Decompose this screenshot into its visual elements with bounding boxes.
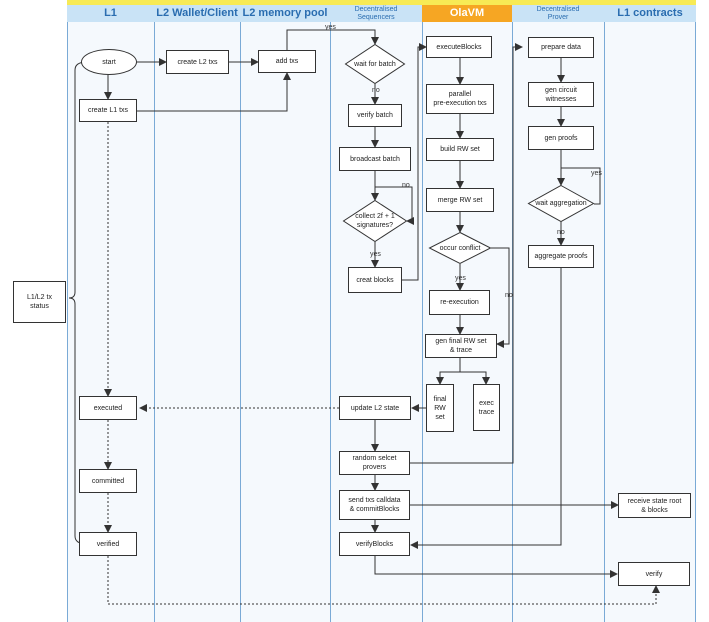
lane-contracts (604, 5, 696, 622)
lane-header-l1: L1 (67, 5, 154, 22)
committed-node[interactable]: committed (79, 469, 137, 493)
wait-for-batch-label: wait for batch (354, 60, 396, 68)
create-l2-txs-node[interactable]: create L2 txs (166, 50, 229, 74)
verified-node[interactable]: verified (79, 532, 137, 556)
re-execution-node[interactable]: re-execution (429, 290, 490, 315)
edge-random-prepare (410, 43, 523, 464)
edge-verify-blocks-verify (374, 556, 618, 578)
receive-state-root-node[interactable]: receive state root & blocks (618, 493, 691, 518)
final-rw-set-node[interactable]: final RW set (426, 384, 454, 432)
wait-aggregation-label: wait aggregation (535, 200, 587, 207)
start-node[interactable]: start (81, 49, 137, 75)
lane-header-contracts: L1 contracts (604, 5, 696, 22)
label-wait-batch-yes: yes (325, 24, 336, 31)
gen-circuit-witnesses-node[interactable]: gen circuit witnesses (528, 82, 594, 107)
label-conflict-yes: yes (455, 275, 466, 282)
label-collect-yes: yes (370, 251, 381, 258)
wait-aggregation-decision[interactable]: wait aggregation (527, 184, 595, 223)
random-select-provers-node[interactable]: random selcet provers (339, 451, 410, 475)
create-l1-txs-node[interactable]: create L1 txs (79, 99, 137, 122)
lane-mempool (240, 5, 330, 622)
lane-header-olavm: OlaVM (422, 5, 512, 22)
collect-signatures-decision[interactable]: collect 2f + 1 signatures? (342, 199, 408, 243)
prepare-data-node[interactable]: prepare data (528, 37, 594, 58)
update-l2-state-node[interactable]: update L2 state (339, 396, 411, 420)
edge-create-l1-add-txs (137, 72, 291, 112)
gen-final-rw-set-node[interactable]: gen final RW set & trace (425, 334, 497, 358)
gen-proofs-node[interactable]: gen proofs (528, 126, 594, 150)
lane-header-sequencers: Decentralised Sequencers (330, 5, 422, 22)
occur-conflict-decision[interactable]: occur conflict (428, 231, 492, 265)
edge-conflict-no-genfinal (491, 247, 510, 348)
label-conflict-no: no (505, 292, 513, 299)
broadcast-batch-node[interactable]: broadcast batch (339, 147, 411, 171)
title-strip (67, 0, 696, 5)
parallel-pre-execution-node[interactable]: parallel pre-execution txs (426, 84, 494, 114)
label-aggregation-no: no (557, 229, 565, 236)
lane-wallet (154, 5, 240, 622)
execute-blocks-node[interactable]: executeBlocks (426, 36, 492, 58)
edge-verified-verify (107, 556, 660, 605)
occur-conflict-label: occur conflict (439, 244, 481, 252)
status-node: L1/L2 tx status (13, 281, 66, 323)
executed-node[interactable]: executed (79, 396, 137, 420)
edge-creat-execute (402, 43, 427, 281)
edge-wait-yes-loop (561, 167, 601, 205)
edge-add-txs-wait-batch (286, 29, 379, 50)
wait-for-batch-decision[interactable]: wait for batch (344, 43, 406, 85)
verify-blocks-node[interactable]: verifyBlocks (339, 532, 410, 556)
edge-aggregate-verify-blocks (410, 268, 562, 549)
aggregate-proofs-node[interactable]: aggregate proofs (528, 245, 594, 268)
edge-collect-no-loop (375, 186, 414, 225)
edge-genfinal-finalrw (436, 358, 461, 385)
lane-header-mempool: L2 memory pool (240, 5, 330, 22)
merge-rw-set-node[interactable]: merge RW set (426, 188, 494, 212)
lane-header-prover: Decentralised Prover (512, 5, 604, 22)
label-wait-batch-no: no (372, 87, 380, 94)
edge-genfinal-trace (460, 371, 490, 385)
send-calldata-node[interactable]: send txs calldata & commitBlocks (339, 490, 410, 520)
add-txs-node[interactable]: add txs (258, 50, 316, 73)
status-bracket (68, 61, 88, 545)
collect-signatures-label: collect 2f + 1 signatures? (355, 213, 395, 229)
lane-header-wallet: L2 Wallet/Client (154, 5, 240, 22)
verify-node[interactable]: verify (618, 562, 690, 586)
exec-trace-node[interactable]: exec trace (473, 384, 500, 431)
label-aggregation-yes: yes (591, 170, 602, 177)
verify-batch-node[interactable]: verify batch (348, 104, 402, 127)
label-collect-no: no (402, 182, 410, 189)
creat-blocks-node[interactable]: creat blocks (348, 267, 402, 293)
build-rw-set-node[interactable]: build RW set (426, 138, 494, 161)
